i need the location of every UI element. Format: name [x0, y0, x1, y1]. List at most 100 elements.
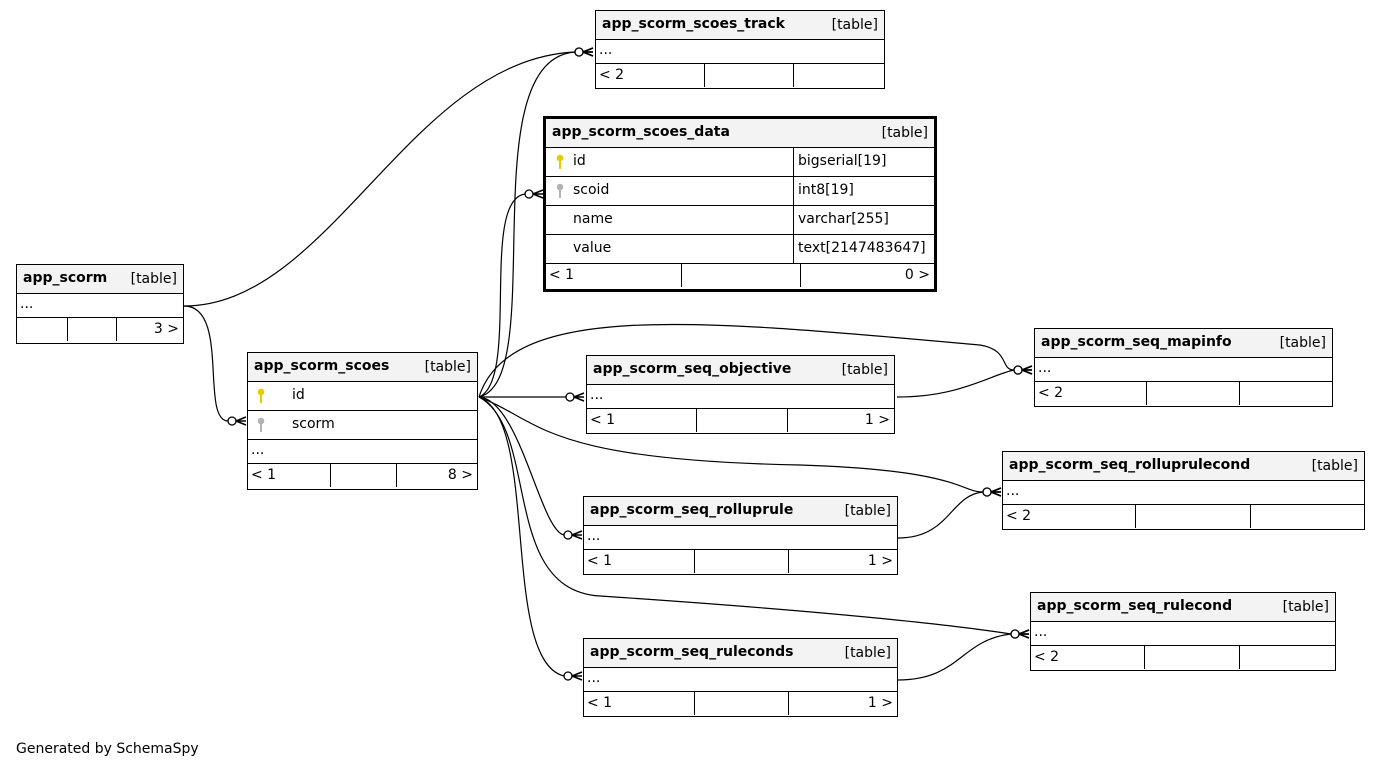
foreign-key-icon: [257, 417, 265, 432]
table-name: app_scorm_seq_ruleconds: [590, 644, 794, 660]
table-footer: < 1 1 >: [584, 692, 897, 715]
parent-count: < 2: [1006, 508, 1032, 524]
more-columns: ...: [248, 440, 477, 464]
relationship-line: [478, 396, 984, 493]
table-kind: [table]: [844, 503, 891, 519]
table-app-scorm-scoes[interactable]: app_scorm_scoes [table] id scorm ... < 1…: [247, 352, 478, 490]
child-count: 1 >: [864, 412, 890, 428]
table-footer: < 2: [1003, 505, 1364, 528]
optional-marker: [563, 671, 573, 681]
table-kind: [table]: [130, 271, 177, 287]
optional-marker: [524, 189, 534, 199]
column-row: value text[2147483647]: [546, 235, 934, 264]
optional-marker: [982, 487, 992, 497]
table-app-scorm-seq-objective[interactable]: app_scorm_seq_objective [table] ... < 1 …: [586, 355, 895, 434]
column-row: scorm: [248, 411, 477, 440]
relationship-line: [478, 323, 1015, 398]
column-row: id: [248, 382, 477, 411]
parent-count: < 1: [251, 467, 277, 483]
parent-count: < 2: [1034, 649, 1060, 665]
relationship-line: [478, 396, 1012, 635]
table-footer: 3 >: [17, 318, 183, 341]
child-count: 1 >: [867, 695, 893, 711]
table-kind: [table]: [424, 359, 471, 375]
table-header: app_scorm_scoes [table]: [248, 353, 477, 382]
table-footer: < 1 1 >: [587, 409, 894, 432]
parent-count: < 1: [590, 412, 616, 428]
table-name: app_scorm: [23, 270, 108, 286]
table-footer: < 2: [1031, 646, 1335, 669]
column-type: varchar[255]: [798, 211, 889, 227]
more-columns: ...: [17, 294, 183, 318]
many-marker: [532, 189, 544, 199]
table-header: app_scorm_seq_rolluprulecond [table]: [1003, 452, 1364, 481]
credit-text: Generated by SchemaSpy: [16, 741, 199, 757]
parent-count: < 2: [599, 67, 625, 83]
table-name: app_scorm_scoes_data: [552, 124, 730, 140]
table-header: app_scorm_scoes_track [table]: [596, 11, 884, 40]
more-columns: ...: [596, 40, 884, 64]
table-name: app_scorm_seq_objective: [593, 361, 792, 377]
many-marker: [582, 47, 594, 57]
table-header: app_scorm_seq_rolluprule [table]: [584, 497, 897, 526]
relationship-line: [896, 369, 1015, 398]
table-app-scorm-seq-rolluprule[interactable]: app_scorm_seq_rolluprule [table] ... < 1…: [583, 496, 898, 575]
table-name: app_scorm_seq_rulecond: [1037, 598, 1233, 614]
column-name: name: [573, 211, 613, 227]
table-header: app_scorm_scoes_data [table]: [546, 119, 934, 148]
table-app-scorm-seq-rolluprulecond[interactable]: app_scorm_seq_rolluprulecond [table] ...…: [1002, 451, 1365, 530]
column-row: name varchar[255]: [546, 206, 934, 235]
relationship-line: [478, 51, 576, 398]
many-marker: [571, 530, 583, 540]
table-header: app_scorm_seq_ruleconds [table]: [584, 639, 897, 668]
more-columns: ...: [1031, 622, 1335, 646]
relationship-line: [183, 305, 229, 422]
optional-marker: [563, 530, 573, 540]
table-app-scorm-seq-rulecond[interactable]: app_scorm_seq_rulecond [table] ... < 2: [1030, 592, 1336, 671]
table-kind: [table]: [844, 645, 891, 661]
more-columns: ...: [587, 385, 894, 409]
table-app-scorm-seq-ruleconds[interactable]: app_scorm_seq_ruleconds [table] ... < 1 …: [583, 638, 898, 717]
many-marker: [235, 416, 247, 426]
child-count: 8 >: [447, 467, 473, 483]
more-columns: ...: [584, 668, 897, 692]
more-columns: ...: [1003, 481, 1364, 505]
more-columns: ...: [1035, 358, 1332, 382]
table-app-scorm-seq-mapinfo[interactable]: app_scorm_seq_mapinfo [table] ... < 2: [1034, 328, 1333, 407]
foreign-key-icon: [556, 183, 564, 198]
table-footer: < 1 0 >: [546, 264, 934, 287]
parent-count: < 1: [549, 267, 575, 283]
many-marker: [573, 392, 585, 402]
table-kind: [table]: [831, 17, 878, 33]
optional-marker: [565, 392, 575, 402]
table-name: app_scorm_seq_rolluprule: [590, 502, 794, 518]
column-name: scoid: [573, 182, 610, 198]
child-count: 0 >: [904, 267, 930, 283]
table-footer: < 2: [1035, 382, 1332, 405]
table-kind: [table]: [881, 125, 928, 141]
column-type: bigserial[19]: [798, 153, 887, 169]
table-header: app_scorm [table]: [17, 265, 183, 294]
relationship-line: [478, 396, 565, 677]
table-kind: [table]: [1279, 335, 1326, 351]
many-marker: [1018, 629, 1030, 639]
table-footer: < 2: [596, 64, 884, 87]
column-row: id bigserial[19]: [546, 148, 934, 177]
table-app-scorm[interactable]: app_scorm [table] ... 3 >: [16, 264, 184, 344]
parent-count: < 1: [587, 695, 613, 711]
relationship-line: [897, 491, 984, 539]
parent-count: < 1: [587, 553, 613, 569]
relationship-line: [897, 633, 1012, 681]
table-header: app_scorm_seq_mapinfo [table]: [1035, 329, 1332, 358]
column-name: id: [292, 387, 305, 403]
table-footer: < 1 1 >: [584, 550, 897, 573]
many-marker: [1021, 365, 1033, 375]
table-app-scorm-scoes-track[interactable]: app_scorm_scoes_track [table] ... < 2: [595, 10, 885, 89]
column-type: int8[19]: [798, 182, 854, 198]
optional-marker: [1010, 629, 1020, 639]
child-count: 3 >: [153, 321, 179, 337]
optional-marker: [1013, 365, 1023, 375]
table-footer: < 1 8 >: [248, 464, 477, 487]
table-app-scorm-scoes-data[interactable]: app_scorm_scoes_data [table] id bigseria…: [543, 116, 937, 292]
table-name: app_scorm_seq_mapinfo: [1041, 334, 1232, 350]
